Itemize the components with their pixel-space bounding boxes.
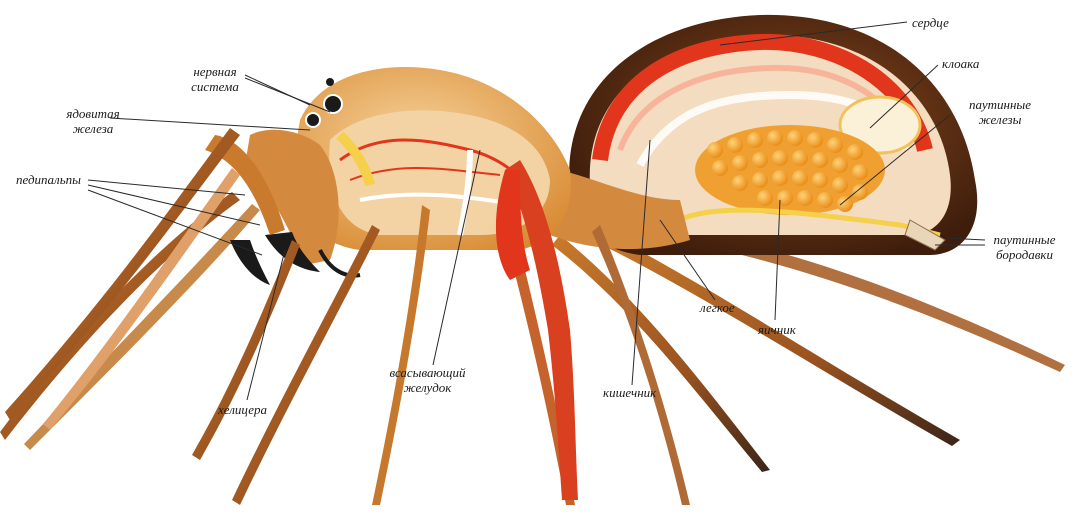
label-heart: сердце: [912, 15, 949, 30]
label-lung: легкое: [700, 300, 735, 315]
label-silk-glands: паутинные железы: [960, 97, 1040, 127]
label-spinnerets-line1: паутинные: [982, 232, 1067, 247]
label-intestine: кишечник: [603, 385, 656, 400]
label-sucking-stomach-line2: желудок: [380, 380, 475, 395]
label-nervous-system-line2: система: [180, 79, 250, 94]
label-sucking-stomach-line1: всасывающий: [380, 365, 475, 380]
label-silk-glands-line2: железы: [960, 112, 1040, 127]
label-nervous-system: нервная система: [180, 64, 250, 94]
label-venom-gland: ядовитая железа: [58, 106, 128, 136]
label-silk-glands-line1: паутинные: [960, 97, 1040, 112]
label-venom-gland-line1: ядовитая: [58, 106, 128, 121]
label-nervous-system-line1: нервная: [180, 64, 250, 79]
label-venom-gland-line2: железа: [58, 121, 128, 136]
label-spinnerets-line2: бородавки: [982, 247, 1067, 262]
label-pedipalps: педипальпы: [16, 172, 81, 187]
label-cloaca: клоака: [942, 56, 979, 71]
label-spinnerets: паутинные бородавки: [982, 232, 1067, 262]
label-chelicera: хелицера: [218, 402, 267, 417]
label-sucking-stomach: всасывающий желудок: [380, 365, 475, 395]
label-ovary: яичник: [758, 322, 796, 337]
ovary-eggs: [695, 125, 885, 215]
